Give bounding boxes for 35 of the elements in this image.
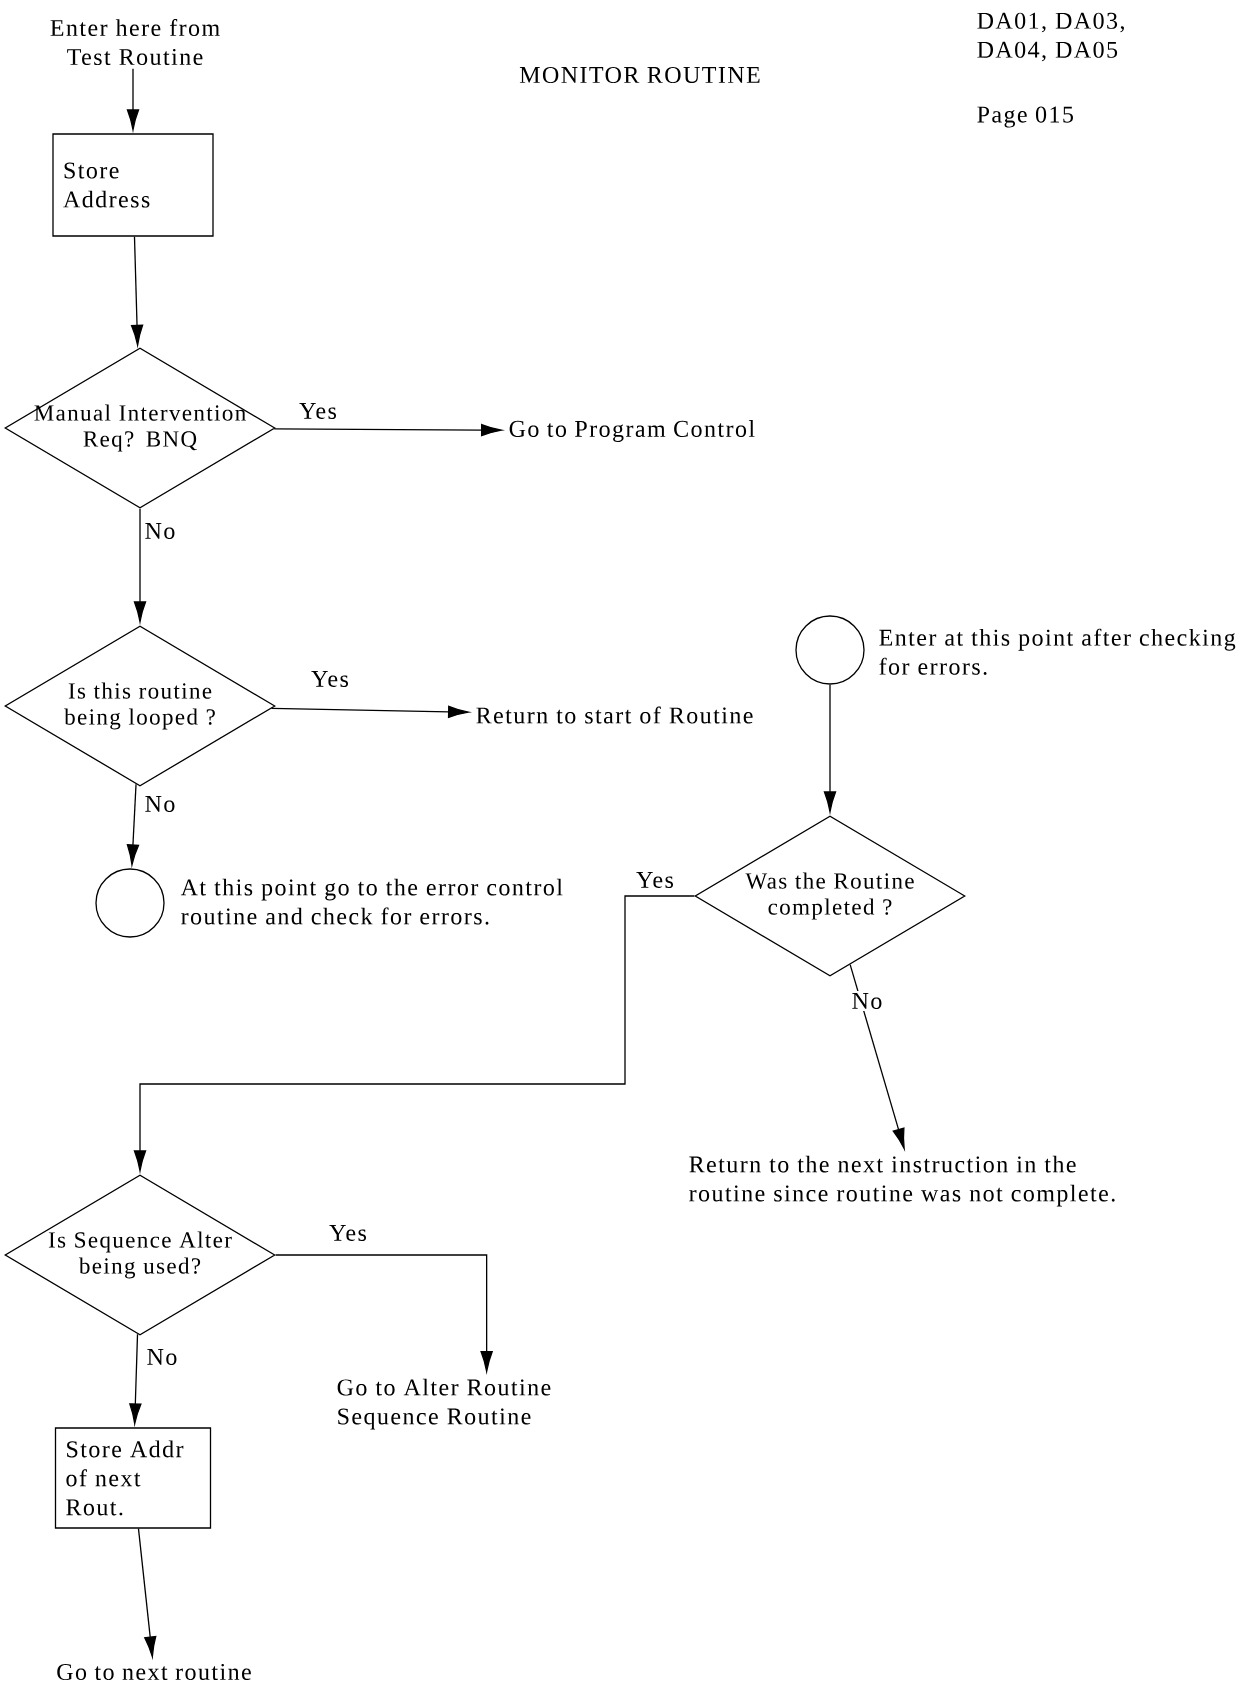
header-label: Page 015 — [977, 106, 1073, 128]
arrow — [275, 1254, 493, 1372]
flow-text: Return to the next instruction in the routine since routine was not complete. — [689, 1155, 1115, 1207]
header-label: DA01, DA03, DA04, DA05 — [977, 12, 1124, 62]
connector-circle — [795, 615, 865, 685]
edge-label: Yes — [327, 1223, 369, 1243]
flow-text: Go to Alter Routine Sequence Routine — [337, 1378, 551, 1430]
connector-circle — [95, 868, 165, 938]
process-box: Store Address — [52, 133, 214, 237]
arrow — [823, 684, 837, 813]
note-text: At this point go to the error control routine and check for errors. — [180, 878, 563, 925]
title: MONITOR ROUTINE — [519, 66, 760, 84]
flow-text: Go to Program Control — [509, 420, 755, 442]
arrow — [270, 705, 469, 718]
edge-label: Yes — [634, 870, 676, 890]
arrow — [273, 423, 502, 437]
arrow — [137, 1528, 157, 1658]
arrow — [126, 783, 140, 866]
arrow — [129, 1333, 142, 1425]
arrow — [130, 236, 144, 346]
edge-label: Yes — [309, 669, 351, 689]
edge-label: No — [142, 521, 178, 541]
edge-label: No — [142, 794, 178, 814]
flow-text: Return to start of Routine — [476, 706, 753, 724]
flow-text: Enter here from Test Routine — [50, 18, 220, 66]
edge-label: No — [849, 991, 885, 1011]
arrow — [126, 68, 140, 131]
edge-label: Yes — [297, 401, 339, 421]
arrow — [133, 508, 147, 623]
edge-label: No — [144, 1347, 180, 1367]
note-text: Enter at this point after checking for errors. — [879, 628, 1236, 675]
process-box: Store Addr of next Rout. — [54, 1427, 212, 1529]
flow-text: Go to next routine — [57, 1663, 251, 1681]
arrow — [133, 895, 695, 1172]
arrow — [849, 964, 905, 1150]
